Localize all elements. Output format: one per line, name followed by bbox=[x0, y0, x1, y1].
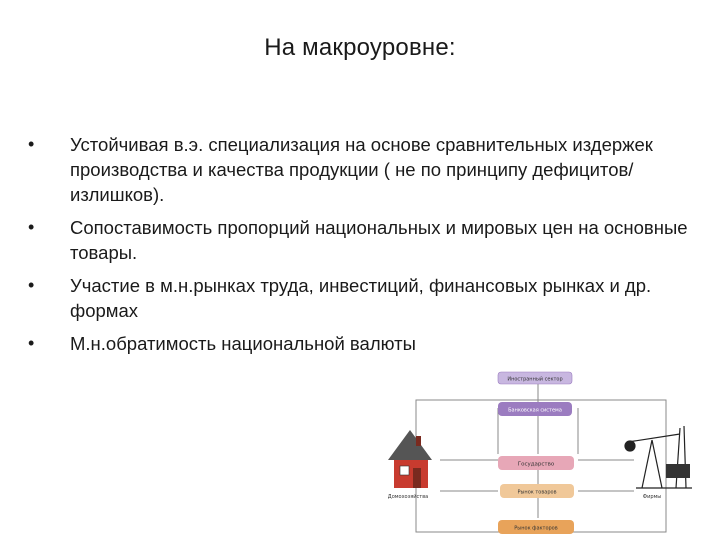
bullet-item: • М.н.обратимость национальной валюты bbox=[28, 331, 688, 356]
slide-title: На макроуровне: bbox=[264, 34, 456, 61]
factor-market-box bbox=[498, 520, 574, 534]
goods-market-label: Рынок товаров bbox=[517, 490, 556, 496]
bullet-text: М.н.обратимость национальной валюты bbox=[70, 333, 416, 354]
factor-market-label: Рынок факторов bbox=[514, 526, 557, 532]
bullet-dot-icon: • bbox=[28, 134, 35, 154]
foreign-sector-box bbox=[497, 371, 573, 385]
foreign-sector-label: Иностранный сектор bbox=[507, 376, 562, 383]
government-box bbox=[498, 456, 574, 470]
banks-box bbox=[498, 402, 572, 416]
bullet-text: Устойчивая в.э. специализация на основе … bbox=[70, 134, 653, 205]
bullet-item: • Устойчивая в.э. специализация на основ… bbox=[28, 132, 688, 207]
bullet-list: • Устойчивая в.э. специализация на основ… bbox=[28, 132, 688, 364]
government-label: Государство bbox=[518, 462, 555, 468]
bullet-item: • Сопоставимость пропорций национальных … bbox=[28, 215, 688, 265]
oil-pump-icon bbox=[624, 425, 692, 489]
bullet-dot-icon: • bbox=[28, 217, 35, 237]
bullet-item: • Участие в м.н.рынках труда, инвестиций… bbox=[28, 273, 688, 323]
households-label: Домохозяйства bbox=[388, 493, 428, 500]
goods-market-box bbox=[500, 484, 574, 498]
banks-label: Банковская система bbox=[508, 408, 562, 414]
bullet-text: Сопоставимость пропорций национальных и … bbox=[70, 217, 688, 263]
bullet-dot-icon: • bbox=[28, 275, 35, 295]
firms-label: Фирмы bbox=[643, 494, 661, 500]
house-icon bbox=[388, 430, 432, 488]
bullet-dot-icon: • bbox=[28, 333, 35, 353]
circular-flow-diagram: Иностранный сектор Банковская система Го… bbox=[388, 371, 692, 534]
bullet-text: Участие в м.н.рынках труда, инвестиций, … bbox=[70, 275, 652, 321]
